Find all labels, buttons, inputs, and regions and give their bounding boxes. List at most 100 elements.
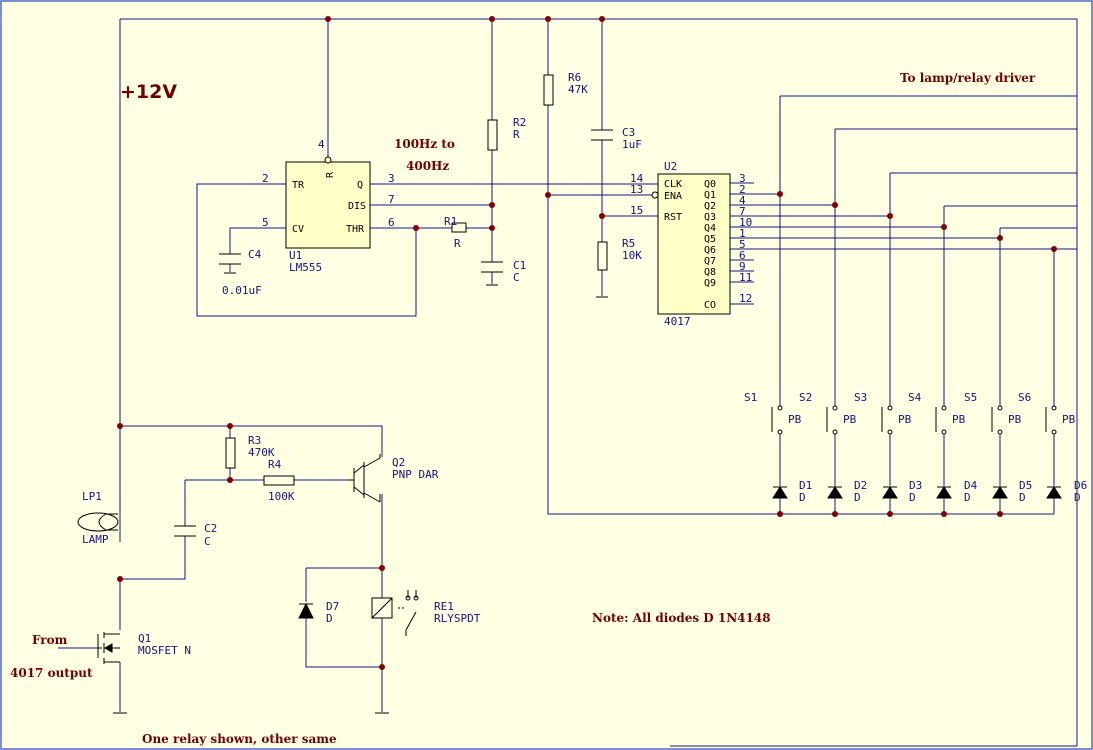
c1-ref: C1 [513,259,526,272]
ground-symbols [113,272,608,714]
lp1-ref: LP1 [82,490,102,503]
u2-out-q7: Q7 [704,256,716,267]
r4-value: 100K [268,490,295,503]
s2-ref: S2 [799,391,812,404]
u2-out-q0: Q0 [704,179,716,190]
d2-ref: D2 [854,479,867,492]
from-label-line1: From [32,633,68,647]
r3-ref: R3 [248,434,261,447]
u2-pin-q9: 11 [739,271,752,284]
u1-pin-cv: CV [292,224,304,235]
supply-label: +12V [120,81,177,103]
u2-pin-q6: 5 [739,238,746,251]
lp1-value: LAMP [82,533,109,546]
u1-value: LM555 [289,261,322,274]
q1-ref: Q1 [138,632,151,645]
d3-value: D [909,491,916,504]
u1-ref: U1 [289,249,302,262]
r2-value: R [513,128,520,141]
u2-out-q9: Q9 [704,278,716,289]
u1-pin3-number: 3 [388,172,395,185]
d1-value: D [799,491,806,504]
u2-out-q3: Q3 [704,212,716,223]
u1-pin-q: Q [357,180,363,191]
lamp-lp1 [77,512,119,532]
switch-labels: S1 PB S2 PB S3 PB S4 PB S5 PB S6 PB [744,391,1076,426]
u2-pin-q7: 6 [739,249,746,262]
u1-pin-tr: TR [292,180,305,191]
q2-pnp-darlington [348,454,381,503]
u2-in-clk: CLK [664,179,682,190]
r6-ref: R6 [568,71,581,84]
c3-ref: C3 [622,126,635,139]
d5-value: D [1019,491,1026,504]
q1-mosfet [97,632,120,664]
one-relay-note: One relay shown, other same [142,732,337,746]
q1-value: MOSFET N [138,644,191,657]
d6-value: D [1074,491,1081,504]
q2-ref: Q2 [392,456,405,469]
c1-value: C [513,271,520,284]
c2-ref: C2 [204,522,217,535]
diode-labels: D1 D D2 D D3 D D4 D D5 D D6 D [799,479,1087,504]
u2-4017 [651,173,731,315]
s1-ref: S1 [744,391,757,404]
q2-value: PNP DAR [392,468,439,481]
u2-value: 4017 [664,315,691,328]
junction-dots [117,16,1057,670]
u1-pin6-number: 6 [388,216,395,229]
u2-pin-q0: 3 [739,172,746,185]
u2-pin-co: 12 [739,292,752,305]
r6-value: 47K [568,83,588,96]
c4-ref: C4 [248,248,262,261]
d4-value: D [964,491,971,504]
s3-ref: S3 [854,391,867,404]
u1-pin4-number: 4 [318,138,325,151]
s1-value: PB [788,413,802,426]
u1-pin-r: R [325,171,336,178]
s5-value: PB [1008,413,1022,426]
u2-out-q2: Q2 [704,201,716,212]
u2-pin-q3: 7 [739,205,746,218]
u2-out-co: CO [704,300,716,311]
wires [58,18,1078,747]
u2-pin-q4: 10 [739,216,752,229]
r1-value: R [454,237,461,250]
r5-value: 10K [622,249,642,262]
d1-ref: D1 [799,479,812,492]
u2-pin15: 15 [630,204,643,217]
u2-out-q8: Q8 [704,267,716,278]
pushbutton-switches [771,402,1057,437]
s4-ref: S4 [908,391,922,404]
re1-value: RLYSPDT [434,612,481,625]
s6-ref: S6 [1018,391,1031,404]
u2-out-q5: Q5 [704,234,716,245]
s5-ref: S5 [964,391,977,404]
diodes-note: Note: All diodes D 1N4148 [592,611,771,625]
resistors [225,74,608,486]
u2-pin-q5: 1 [739,227,746,240]
u2-pin-q8: 9 [739,260,746,273]
u2-out-q6: Q6 [704,245,716,256]
r5-ref: R5 [622,237,635,250]
s2-value: PB [843,413,857,426]
u2-out-q4: Q4 [704,223,716,234]
r4-ref: R4 [268,458,282,471]
u2-outputs: Q0 Q1 Q2 Q3 Q4 Q5 Q6 Q7 Q8 Q9 CO 3 2 4 7… [704,172,752,311]
s4-value: PB [952,413,966,426]
d7-value: D [326,612,333,625]
relay-re1 [371,590,419,636]
s6-value: PB [1062,413,1076,426]
d6-ref: D6 [1074,479,1087,492]
d2-value: D [854,491,861,504]
from-label-line2: 4017 output [10,666,93,680]
u1-pin7-number: 7 [388,193,395,206]
re1-ref: RE1 [434,600,454,613]
r1-ref: R1 [444,215,457,228]
u1-pin-thr: THR [346,224,365,235]
s3-value: PB [898,413,912,426]
u1-pin2-number: 2 [262,172,269,185]
capacitors [174,129,613,537]
u2-pin13: 13 [630,183,643,196]
